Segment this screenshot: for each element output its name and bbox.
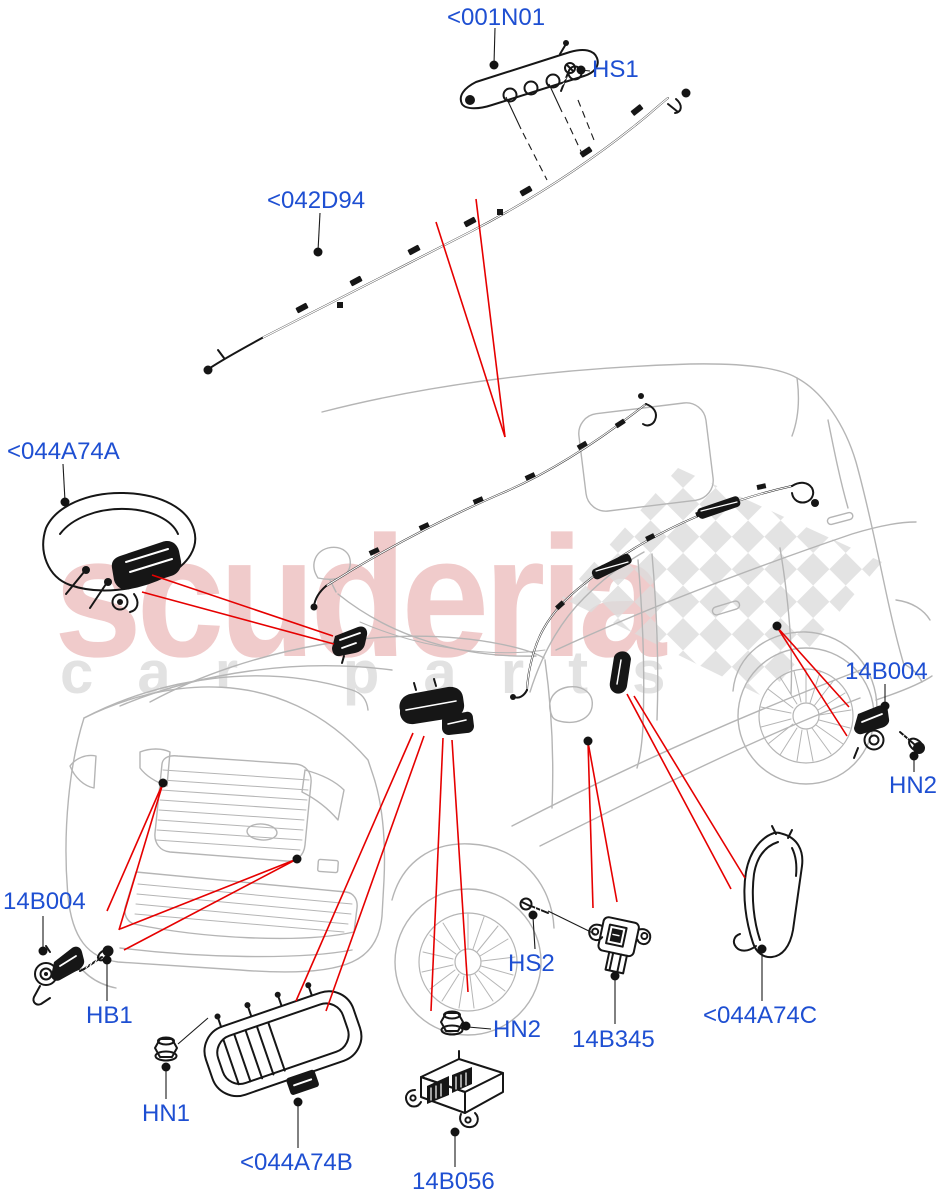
part-label-14B004-rear[interactable]: 14B004: [845, 658, 928, 685]
leader-dot: [583, 736, 593, 746]
callout-line: [295, 732, 414, 1002]
callout-line: [626, 693, 732, 890]
rear-sensor-14B004-drawing: [853, 705, 890, 759]
rcm-module-drawing: [405, 1050, 504, 1129]
front-sensor-14B004-drawing: [32, 945, 85, 1006]
part-label-14B345[interactable]: 14B345: [572, 1026, 655, 1053]
leader-line: [522, 132, 548, 181]
callout-line: [587, 741, 594, 909]
cowl-airbag-installed-drawing: [399, 678, 474, 735]
leader-line: [547, 910, 598, 936]
part-label-14B056[interactable]: 14B056: [412, 1168, 495, 1195]
leader-dot: [450, 1127, 460, 1137]
red-callout-lines: [106, 198, 850, 1012]
checkered-flag-watermark: [562, 468, 882, 698]
leader-dot: [880, 701, 890, 711]
leader-dot: [489, 60, 499, 70]
curtain-bracket-drawing: [459, 40, 599, 110]
part-label-044A74C[interactable]: <044A74C: [703, 1002, 818, 1029]
curtain-airbag-near-installed: [510, 481, 819, 700]
callout-line: [435, 221, 506, 438]
callout-line: [451, 739, 469, 993]
leader-dot: [576, 65, 586, 75]
part-label-042D94[interactable]: <042D94: [267, 187, 366, 214]
hs2-screw-drawing: [519, 897, 549, 914]
curtain-airbag-far-installed: [310, 393, 657, 611]
part-label-HN2-mid[interactable]: HN2: [493, 1016, 542, 1043]
leader-line: [61, 968, 81, 977]
leader-line: [548, 83, 563, 113]
passenger-airbag-drawing: [203, 982, 363, 1098]
leader-line: [564, 116, 586, 161]
part-label-HB1[interactable]: HB1: [86, 1002, 133, 1029]
callout-line: [118, 782, 164, 931]
callout-line: [151, 574, 334, 637]
callout-line: [106, 782, 164, 912]
curtain-airbag-detached-drawing: [203, 88, 691, 375]
leader-line: [493, 27, 496, 65]
part-label-HS2[interactable]: HS2: [508, 950, 555, 977]
leader-dot: [161, 1062, 171, 1072]
callout-line: [141, 591, 335, 645]
leader-line: [177, 1017, 209, 1045]
callout-line: [475, 198, 506, 438]
side-sensor-14B345-drawing: [588, 916, 652, 975]
car-wireframe: [65, 363, 933, 1036]
callout-line: [430, 737, 444, 1012]
side-airbag-panel-drawing: [732, 825, 804, 959]
leader-dot: [102, 955, 112, 965]
leader-dot: [158, 778, 168, 788]
callout-line: [587, 741, 618, 903]
leader-line: [467, 1026, 492, 1030]
rear-wheel: [732, 631, 878, 785]
car-front-fascia: [65, 675, 386, 973]
driver-airbag-drawing: [42, 491, 197, 613]
leader-dot: [293, 1097, 303, 1107]
leader-dot: [772, 621, 782, 631]
car-body-side: [511, 511, 933, 847]
part-label-HN1[interactable]: HN1: [142, 1100, 191, 1127]
leader-line: [62, 463, 66, 502]
dash-sensor-drawing: [332, 626, 368, 664]
hb1-bolt-drawing: [79, 945, 114, 972]
car-hood-windshield-roof: [119, 363, 905, 724]
leader-dots: [38, 60, 919, 1137]
hn1-nut-drawing: [154, 1036, 178, 1062]
callout-line: [776, 626, 848, 737]
black-leader-lines: [42, 27, 915, 1167]
leader-line: [577, 99, 595, 141]
callout-line: [123, 858, 298, 951]
part-label-HN2-rear[interactable]: HN2: [889, 772, 938, 799]
leader-dot: [313, 247, 323, 257]
leader-line: [532, 916, 536, 950]
part-label-044A74A[interactable]: <044A74A: [7, 438, 120, 465]
part-label-14B004-front[interactable]: 14B004: [3, 888, 86, 915]
part-label-001N01[interactable]: <001N01: [447, 4, 546, 31]
leader-line: [505, 96, 522, 130]
leader-dot: [757, 944, 767, 954]
leader-dot: [38, 946, 48, 956]
hn2-mid-nut-drawing: [440, 1010, 464, 1036]
hs1-screw-drawing: [560, 62, 576, 92]
leader-dot: [528, 910, 538, 920]
leader-dot: [610, 971, 620, 981]
b-pillar-airbag-strip: [609, 651, 631, 694]
hn2-rear-bolt-drawing: [899, 731, 925, 754]
leader-dot: [60, 497, 70, 507]
part-label-HS1[interactable]: HS1: [592, 56, 639, 83]
part-label-044A74B[interactable]: <044A74B: [240, 1149, 353, 1176]
leader-dot: [461, 1021, 471, 1031]
leader-dot: [292, 854, 302, 864]
callout-line: [119, 858, 298, 930]
callout-line: [633, 695, 746, 879]
callout-line: [325, 735, 425, 1012]
callout-line: [776, 626, 850, 708]
leader-line: [317, 212, 321, 252]
leader-dot: [909, 751, 919, 761]
